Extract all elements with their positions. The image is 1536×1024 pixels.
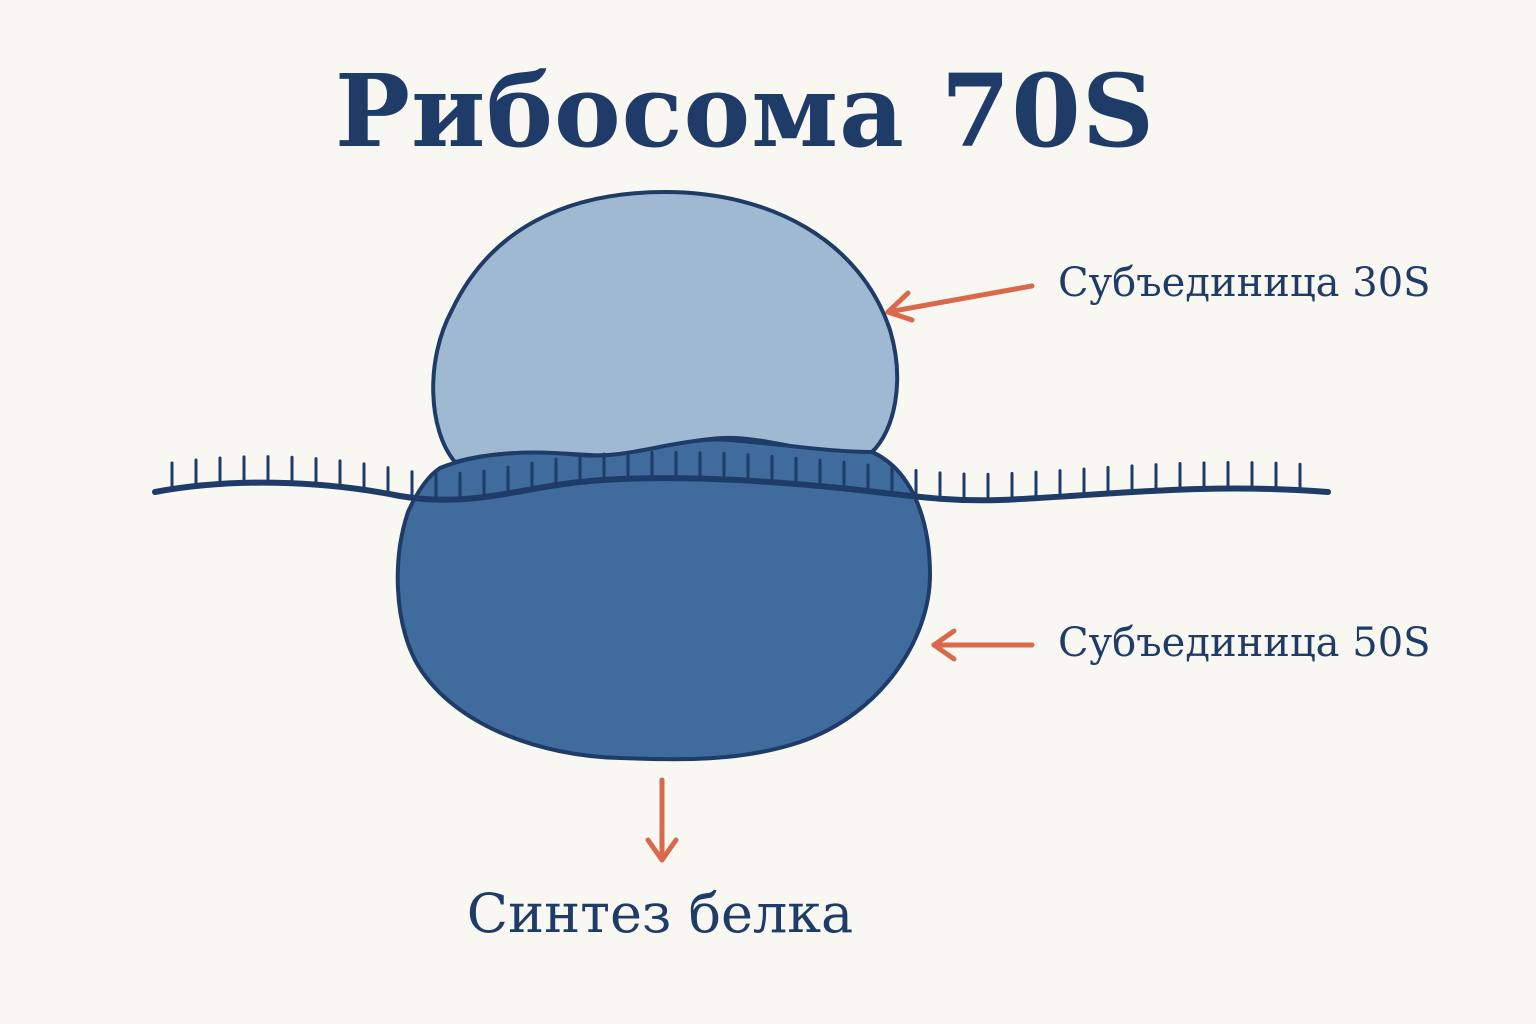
arrow-down-to-synthesis	[645, 777, 679, 863]
arrow-to-50s	[931, 628, 1035, 662]
label-large-subunit: Субъединица 50S	[1058, 620, 1431, 666]
arrow-to-30s	[885, 283, 1035, 323]
mrna-teeth	[170, 450, 1302, 499]
small-subunit-shape	[431, 190, 900, 464]
large-subunit-shape	[395, 437, 932, 762]
label-small-subunit: Субъединица 30S	[1058, 260, 1431, 306]
mrna-strand	[152, 475, 1331, 504]
diagram-title: Рибосома 70S	[334, 52, 1156, 170]
label-protein-synthesis: Синтез белка	[466, 882, 854, 945]
